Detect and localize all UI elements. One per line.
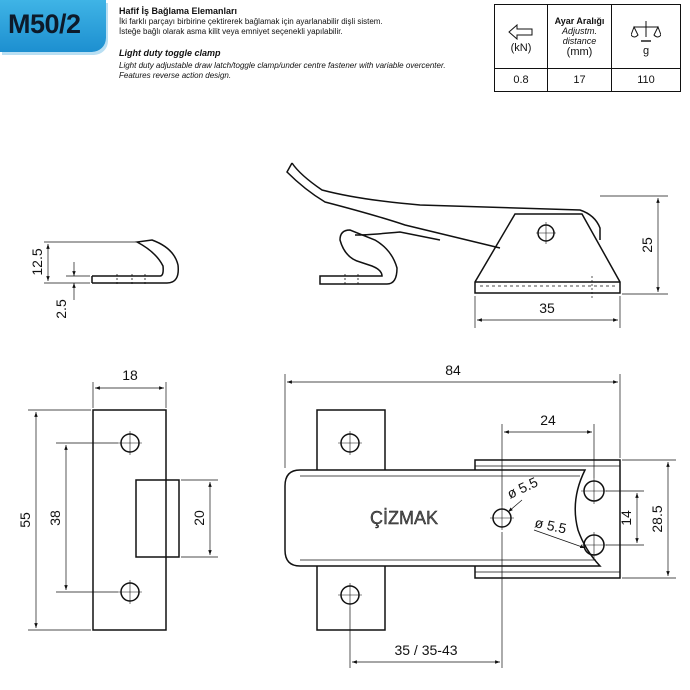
adjust-title: Ayar Aralığı xyxy=(554,15,605,26)
clamp-side-view xyxy=(286,162,668,328)
adjust-en-2: distance xyxy=(562,35,597,46)
scale-icon xyxy=(631,20,661,42)
weight-value: 110 xyxy=(611,68,681,92)
desc-tr-2: İsteğe bağlı olarak asma kilit veya emni… xyxy=(119,27,343,36)
arrow-left-icon xyxy=(508,23,533,40)
adjust-value: 17 xyxy=(547,68,612,92)
dim-plate-height: 55 xyxy=(17,512,33,528)
dim-plate-width: 18 xyxy=(122,367,138,383)
dim-plate-hole-spacing: 38 xyxy=(47,510,63,526)
model-badge: M50/2 xyxy=(0,0,106,52)
hook-side-view xyxy=(44,239,180,300)
brand-logo: ÇİZMAK xyxy=(370,508,438,528)
desc-en-2: Features reverse action design. xyxy=(119,71,232,80)
title-tr: Hafif İş Bağlama Elemanları xyxy=(119,6,238,16)
spec-table: (kN) Ayar Aralığı Adjustm. distance (mm)… xyxy=(494,4,681,92)
dim-overall-length: 84 xyxy=(445,362,461,378)
force-header: (kN) xyxy=(494,4,548,69)
adjust-header: Ayar Aralığı Adjustm. distance (mm) xyxy=(547,4,612,69)
dim-base-height: 25 xyxy=(639,237,655,253)
dim-hook-height: 12.5 xyxy=(29,248,45,275)
adjust-en-1: Adjustm. xyxy=(561,25,597,36)
dim-plate-slot: 20 xyxy=(191,510,207,526)
dim-base-width: 35 xyxy=(539,300,555,316)
striker-plate-view xyxy=(28,382,218,631)
dim-hole-spacing-top: 24 xyxy=(540,412,556,428)
adjust-unit: (mm) xyxy=(566,45,593,58)
dim-hole-dia-2: ø 5.5 xyxy=(533,514,568,536)
title-en: Light duty toggle clamp xyxy=(119,48,221,58)
force-unit: (kN) xyxy=(510,41,532,54)
dim-hook-thickness: 2.5 xyxy=(53,299,69,319)
model-code: M50/2 xyxy=(8,9,81,39)
clamp-top-view xyxy=(284,374,676,668)
weight-unit: g xyxy=(642,44,650,57)
dim-outer-spacing: 28.5 xyxy=(649,505,665,532)
desc-tr-1: İki farklı parçayı birbirine çektirerek … xyxy=(119,17,383,26)
dim-adjust-range: 35 / 35-43 xyxy=(394,642,457,658)
force-value: 0.8 xyxy=(494,68,548,92)
dim-inner-spacing: 14 xyxy=(618,510,634,526)
desc-en-1: Light duty adjustable draw latch/toggle … xyxy=(119,61,446,70)
